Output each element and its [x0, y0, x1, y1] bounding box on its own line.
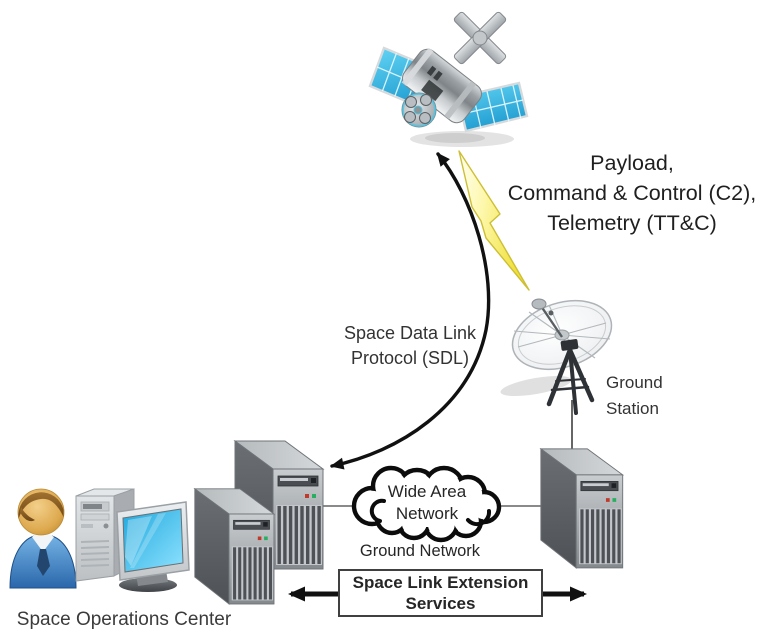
ground-network-label: Ground Network — [359, 542, 481, 560]
wan-label: Wide Area Network — [387, 482, 467, 523]
network-cloud-icon — [351, 465, 502, 543]
ground-station-dish-icon — [500, 298, 613, 415]
workstation-icon — [75, 488, 190, 592]
lightning-bolt-icon — [458, 150, 530, 291]
payload-c2-telemetry-label: Payload, Command & Control (C2), Telemet… — [507, 151, 757, 235]
satellite-icon — [368, 11, 529, 147]
person-icon — [9, 488, 77, 589]
sle-services-box: Space Link Extension Services — [338, 569, 543, 617]
space-operations-center-label: Space Operations Center — [16, 609, 232, 630]
ground-station-label: Ground Station — [606, 373, 663, 418]
sdl-curved-arrow — [330, 152, 491, 470]
sdl-protocol-label: Space Data Link Protocol (SDL) — [343, 323, 477, 368]
server-left-front-icon — [194, 488, 275, 605]
server-right-icon — [540, 448, 624, 569]
